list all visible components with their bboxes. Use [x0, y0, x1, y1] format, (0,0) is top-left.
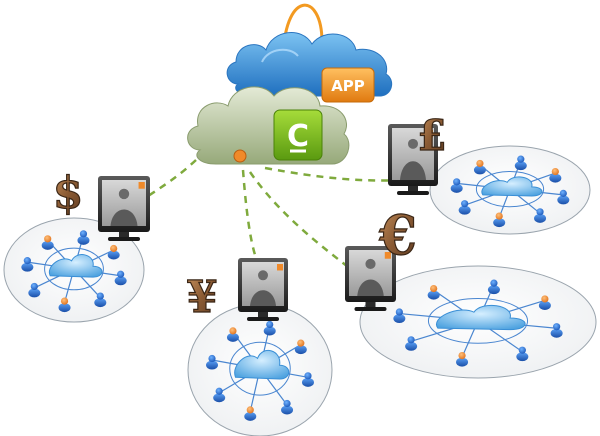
logo-tile: C — [273, 109, 323, 161]
logo-glyph: C — [287, 119, 309, 154]
network-icon — [450, 155, 570, 228]
network-icon — [206, 320, 314, 421]
user-icon — [206, 354, 219, 370]
user-icon — [456, 352, 469, 367]
user-icon — [41, 235, 54, 250]
user-icon — [557, 189, 570, 205]
monitor-icon — [98, 176, 150, 241]
app-badge: APP — [321, 67, 375, 103]
link-euro — [248, 171, 353, 271]
presenter-icon — [365, 258, 376, 270]
user-icon — [534, 208, 547, 223]
cluster-pound: £ — [388, 110, 591, 235]
mini-cloud-icon — [435, 304, 526, 331]
app-badge-label: APP — [331, 77, 365, 95]
user-icon — [21, 257, 34, 272]
user-icon — [427, 284, 440, 300]
monitor-icon — [388, 124, 438, 195]
network-ring — [44, 247, 104, 291]
network-icon — [393, 279, 563, 367]
user-icon — [450, 178, 463, 193]
user-icon — [514, 155, 527, 171]
user-icon — [405, 336, 418, 351]
user-icon — [301, 372, 314, 387]
connection-links — [147, 159, 405, 271]
user-icon — [294, 339, 307, 355]
presenter-icon — [408, 138, 418, 149]
presenter-icon — [258, 270, 268, 281]
cluster-euro: € — [345, 202, 597, 379]
user-icon — [281, 399, 294, 415]
currency-symbol: £ — [417, 111, 446, 160]
network-ring — [229, 341, 291, 396]
user-icon — [550, 323, 563, 338]
user-icon — [94, 292, 107, 308]
currency-symbol: ¥ — [187, 272, 218, 323]
user-icon — [538, 295, 551, 310]
mini-cloud-icon — [234, 349, 290, 380]
presenter-icon — [118, 188, 130, 200]
currency-symbol: $ — [53, 168, 84, 219]
monitor-icon — [238, 258, 288, 321]
network-ring — [427, 297, 529, 344]
link-yen — [241, 169, 258, 259]
user-icon — [458, 200, 471, 215]
user-icon — [28, 282, 41, 298]
network-ring — [475, 171, 545, 208]
link-pound — [264, 166, 405, 182]
user-icon — [77, 230, 90, 245]
user-icon — [393, 308, 406, 324]
user-icon — [213, 387, 226, 403]
user-icon — [549, 167, 562, 183]
cluster-dollar: $ — [3, 167, 150, 323]
user-icon — [493, 212, 506, 228]
user-icon — [226, 327, 239, 342]
client-clusters: $ ¥ €£ — [3, 110, 597, 436]
monitor-icon — [345, 246, 396, 311]
cluster-yen: ¥ — [186, 258, 333, 436]
user-icon — [263, 320, 276, 336]
mini-cloud-icon — [481, 176, 543, 197]
user-icon — [487, 279, 500, 295]
currency-symbol: € — [378, 203, 417, 267]
user-icon — [107, 244, 120, 260]
mini-cloud-icon — [48, 254, 103, 278]
link-dollar — [147, 159, 197, 198]
user-icon — [114, 270, 127, 286]
network-icon — [21, 230, 127, 313]
orange-dot-icon — [233, 149, 247, 163]
user-icon — [244, 406, 257, 421]
central-cloud: APP C — [187, 3, 393, 165]
user-icon — [473, 159, 486, 175]
user-icon — [58, 297, 71, 313]
user-icon — [516, 346, 529, 362]
